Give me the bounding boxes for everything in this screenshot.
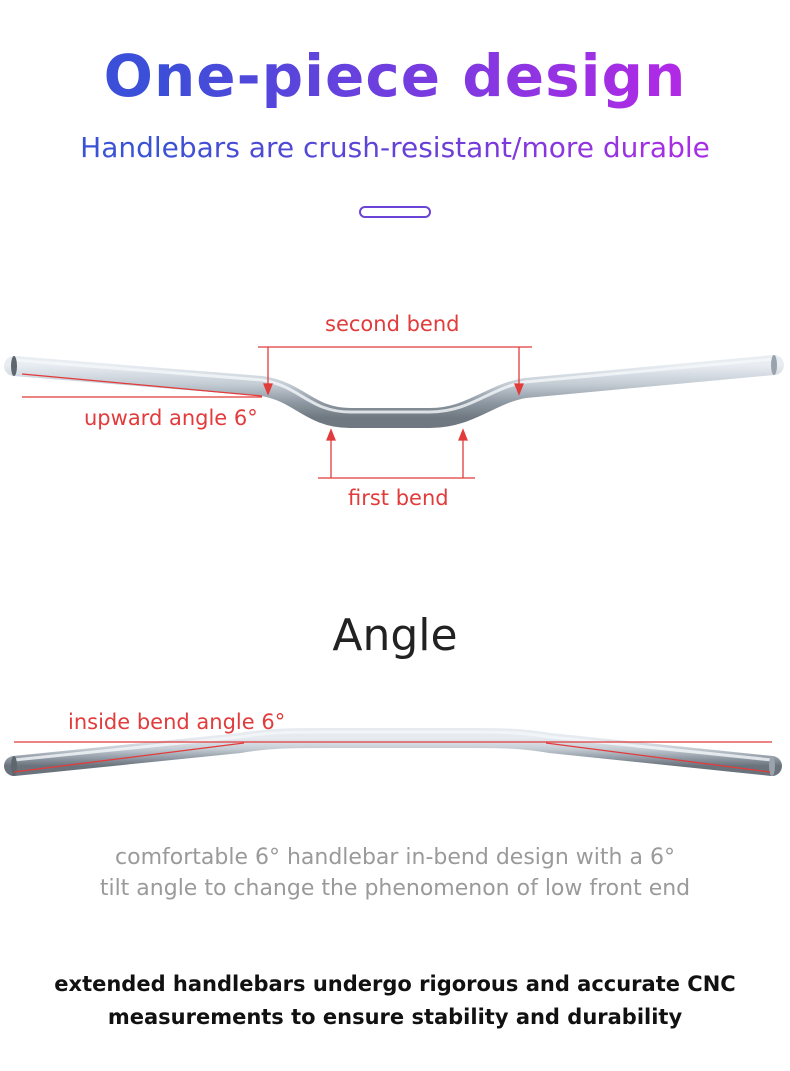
second-bend-arrow-left [263, 383, 273, 396]
angle-heading: Angle [332, 610, 458, 661]
first-bend-label: first bend [348, 486, 449, 510]
page-title: One-piece design [0, 36, 790, 116]
first-bend-arrow-right [458, 428, 468, 441]
inside-bend-left-line [13, 742, 245, 773]
upward-angle-label: upward angle 6° [84, 406, 258, 430]
handlebar-top-tube [4, 728, 782, 776]
description-line-1: comfortable 6° handlebar in-bend design … [115, 845, 675, 870]
inside-bend-label: inside bend angle 6° [68, 710, 286, 734]
description-text: comfortable 6° handlebar in-bend design … [0, 842, 790, 904]
first-bend-arrow-left [326, 428, 336, 441]
second-bend-arrow-right [514, 383, 524, 396]
footer-line-1: extended handlebars undergo rigorous and… [54, 972, 736, 996]
handlebar-front-figure: second bend upward angle 6° first bend [0, 300, 790, 530]
description-line-2: tilt angle to change the phenomenon of l… [99, 876, 691, 901]
footer-text: extended handlebars undergo rigorous and… [0, 968, 790, 1034]
page-subtitle: Handlebars are crush-resistant/more dura… [0, 128, 790, 168]
handlebar-front-illustration [4, 346, 784, 479]
footer-line-2: measurements to ensure stability and dur… [107, 1005, 683, 1029]
second-bend-label: second bend [325, 312, 460, 336]
upward-angle-tilt-line [21, 373, 263, 397]
inside-bend-right-line [545, 742, 771, 773]
handlebar-tube [4, 355, 784, 428]
handlebar-top-figure: inside bend angle 6° [0, 690, 790, 800]
divider-pill [359, 206, 431, 218]
handlebar-top-illustration [4, 728, 782, 776]
